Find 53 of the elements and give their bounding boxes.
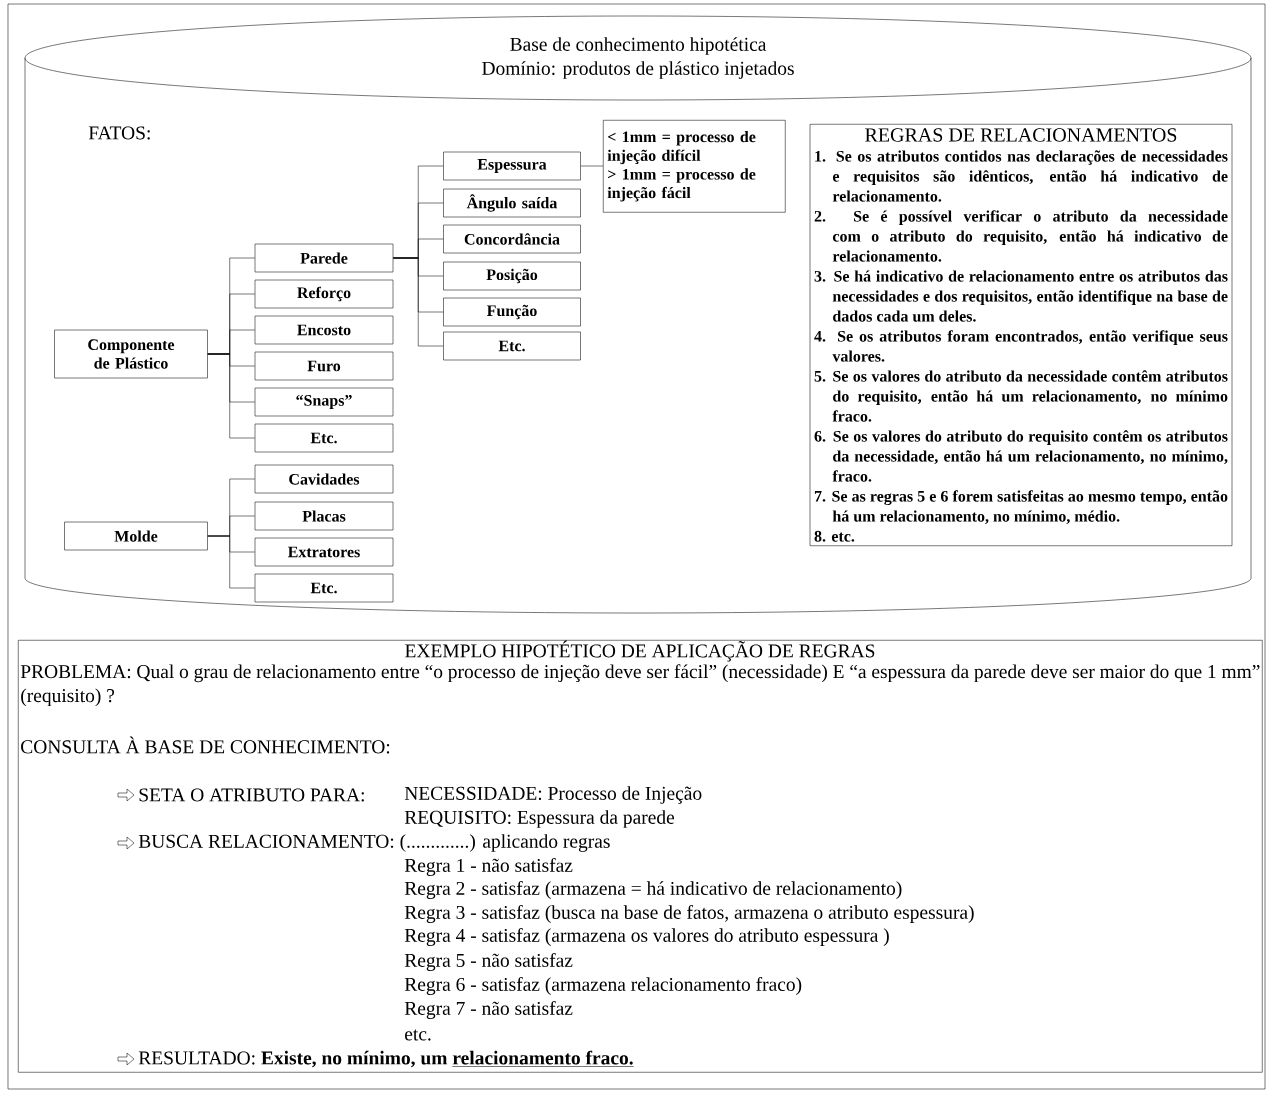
connector-line	[580, 165, 604, 167]
attribute-box: “Snaps”	[254, 387, 394, 417]
attribute-box: Concordância	[443, 224, 581, 254]
section-label: CONSULTA À BASE DE CONHECIMENTO:	[21, 736, 390, 754]
rules-box	[809, 124, 1233, 546]
section-label: FATOS:	[88, 126, 150, 140]
rule-item: 7. Se as regras 5 e 6 forem satisfeitas ao mesmo tempo, então há um relacionamento, no mínimo, médio.	[814, 490, 1228, 524]
attribute-box: Função	[443, 297, 581, 327]
connector-line	[207, 353, 255, 439]
connector-line	[393, 257, 444, 347]
rule-item: 4. Se os atributos foram encontrados, então verifique seus valores.	[814, 330, 1228, 362]
attribute-value: REQUISITO: Espessura da parede	[404, 810, 675, 828]
rule-result: etc.	[405, 1029, 431, 1041]
rule-result: Regra 5 - não satisfaz	[404, 953, 573, 971]
rule-result: Regra 7 - não satisfaz	[404, 1001, 573, 1019]
attribute-box: Extratores	[254, 537, 394, 567]
problem-text: PROBLEMA: Qual o grau de relacionamento entre “o processo de injeção deve ser fácil” (necessidade) E “a espessura da parede deve ser maior do que 1 mm” (requisito) ?	[20, 664, 1260, 707]
box-heading: REGRAS DE RELACIONAMENTOS	[865, 128, 1177, 142]
rule-item: 5. Se os valores do atributo da necessidade contêm atributos do requisito, então há um relacionamento, no mínimo fraco.	[814, 370, 1228, 422]
attribute-box: Etc.	[254, 573, 394, 603]
attribute-box: Etc.	[443, 331, 581, 361]
panel-heading: EXEMPLO HIPOTÉTICO DE APLICAÇÃO DE REGRAS	[405, 640, 875, 662]
attribute-box: Parede	[254, 243, 394, 273]
connector-line	[207, 535, 255, 589]
rule-result: Regra 3 - satisfaz (busca na base de fatos, armazena o atributo espessura)	[404, 905, 974, 923]
step-label: SETA O ATRIBUTO PARA:	[139, 788, 364, 802]
attribute-box: Etc.	[254, 423, 394, 453]
note-box	[603, 120, 786, 213]
attribute-box: Espessura	[443, 151, 581, 181]
note-text: < 1mm = processo de injeção difícil	[607, 131, 756, 165]
rule-result: Regra 2 - satisfaz (armazena = há indicativo de relacionamento)	[404, 881, 902, 899]
attribute-box: Encosto	[254, 315, 394, 345]
attribute-box: Componente de Plástico	[54, 329, 208, 379]
attribute-box: Molde	[64, 521, 208, 551]
attribute-box: Furo	[254, 351, 394, 381]
rule-item: 2. Se é possível verificar o atributo da necessidade com o atributo do requisito, então há indicativo de relacionamento.	[814, 210, 1228, 262]
rule-item: 8. etc.	[814, 530, 855, 542]
attribute-box: Cavidades	[254, 464, 394, 494]
rule-result: Regra 1 - não satisfaz	[404, 858, 573, 876]
attribute-box: Ângulo saída	[443, 188, 581, 218]
rule-result: Regra 4 - satisfaz (armazena os valores do atributo espessura )	[404, 928, 889, 946]
step-label: RESULTADO:	[138, 1051, 255, 1065]
note-text: > 1mm = processo de injeção fácil	[607, 168, 756, 202]
attribute-box: Posição	[443, 261, 581, 291]
result-text: Existe, no mínimo, um relacionamento fraco.	[261, 1050, 634, 1068]
attribute-box: Reforço	[254, 279, 394, 309]
rule-item: 3. Se há indicativo de relacionamento entre os atributos das necessidades e dos requisitos, então identifique na base de dados cada um deles.	[814, 270, 1228, 322]
attribute-value: NECESSIDADE: Processo de Injeção	[404, 786, 702, 804]
rule-result: Regra 6 - satisfaz (armazena relacionamento fraco)	[404, 977, 802, 995]
step-label: BUSCA RELACIONAMENTO: (.............) aplicando regras	[138, 834, 610, 852]
rule-item: 6. Se os valores do atributo do requisito contêm os atributos da necessidade, então há um relacionamento, no mínimo, fraco.	[814, 430, 1228, 482]
attribute-box: Placas	[254, 501, 394, 531]
rule-item: 1. Se os atributos contidos nas declarações de necessidades e requisitos são idênticos, então há indicativo de relacionamento.	[815, 150, 1228, 202]
